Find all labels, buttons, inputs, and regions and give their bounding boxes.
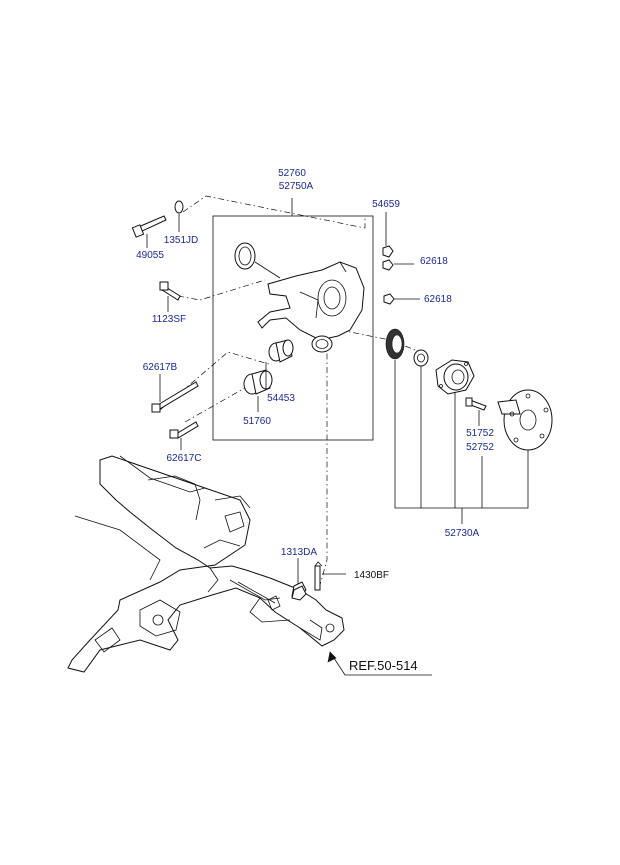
bushing-51760 [243, 369, 273, 395]
seal-ring [413, 349, 429, 367]
label-62618-lower: 62618 [424, 294, 452, 305]
label-52760: 52760 [278, 168, 306, 179]
bushing-54453 [268, 339, 294, 363]
label-52750a: 52750A [279, 181, 314, 192]
nut-62618-upper [382, 259, 394, 271]
subframe [67, 455, 345, 673]
nut-62618-lower [383, 293, 395, 305]
label-51760: 51760 [243, 416, 271, 427]
label-54659: 54659 [372, 199, 400, 210]
dust-cover-52760 [234, 242, 281, 279]
label-62617b: 62617B [143, 362, 178, 373]
bolt-62617c [169, 421, 199, 439]
bolt-1123sf [159, 281, 181, 301]
nut-1313da [291, 585, 307, 601]
hub-bearing [435, 359, 475, 395]
nut-54659 [382, 245, 394, 258]
label-54453: 54453 [267, 393, 295, 404]
label-1430bf: 1430BF [354, 570, 389, 581]
label-62618-upper: 62618 [420, 256, 448, 267]
steering-knuckle [257, 261, 365, 353]
ref-label: REF.50-514 [349, 658, 418, 673]
dash-line-top [182, 195, 366, 229]
label-51752: 51752 [466, 428, 494, 439]
bolt-62617b [151, 381, 199, 413]
washer-1351jd [174, 200, 184, 214]
label-52752: 52752 [466, 442, 494, 453]
tone-wheel [385, 328, 405, 360]
leader-lines [146, 198, 529, 584]
bolt-49055 [131, 215, 167, 238]
label-1313da: 1313DA [281, 547, 317, 558]
label-49055: 49055 [136, 250, 164, 261]
dash-line-1123sf [177, 279, 266, 301]
label-62617c: 62617C [166, 453, 201, 464]
pin-1430bf [314, 561, 323, 591]
label-1123sf: 1123SF [152, 314, 186, 325]
knuckle-assembly-box [212, 215, 374, 441]
label-52730a: 52730A [445, 528, 480, 539]
wheel-bolt-51752 [465, 397, 487, 411]
label-1351jd: 1351JD [164, 235, 198, 246]
ref-arrow [327, 651, 432, 676]
dash-line-62617c [184, 384, 251, 423]
wheel-hub [497, 389, 553, 451]
dash-line-vertical [319, 340, 328, 586]
